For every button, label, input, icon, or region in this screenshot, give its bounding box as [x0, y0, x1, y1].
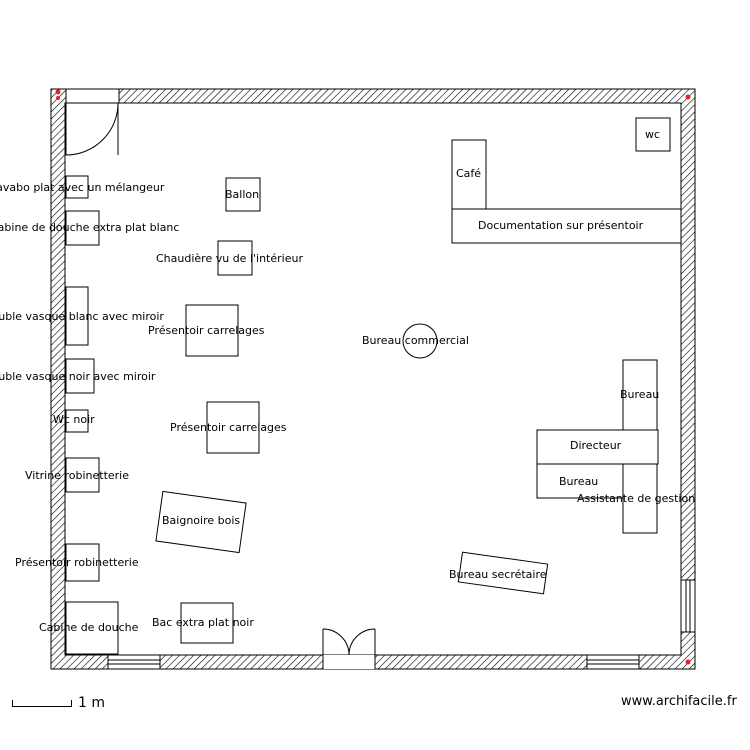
chaudiere-box — [217, 240, 253, 276]
window-right — [680, 579, 696, 633]
ballon-box — [225, 177, 261, 212]
label-bureau-secretaire: Bureau secrétaire — [449, 568, 547, 581]
bac-box — [180, 602, 234, 644]
presentoir-1-box — [185, 304, 239, 357]
bureau-1-box — [622, 359, 658, 431]
label-chaudiere: Chaudière vu de l'intérieur — [156, 252, 303, 265]
credit-link[interactable]: www.archifacile.fr — [621, 694, 737, 709]
scale-bar — [12, 700, 72, 707]
meuble-blanc-box — [65, 286, 89, 346]
door-top-left — [65, 102, 119, 156]
assistante-box — [622, 463, 658, 534]
label-documentation: Documentation sur présentoir — [478, 219, 644, 232]
wc-noir-box — [65, 409, 89, 433]
label-lavabo: Lavabo plat avec un mélangeur — [0, 181, 165, 194]
label-baignoire: Baignoire bois — [162, 514, 240, 527]
label-meuble-blanc: Meuble vasque blanc avec miroir — [0, 310, 164, 323]
openings — [65, 88, 696, 670]
label-wc-noir: Wc noir — [53, 413, 95, 426]
vitrine-box — [65, 457, 100, 493]
label-bureau-2: Bureau — [559, 475, 598, 488]
window-bottom-left — [107, 654, 161, 670]
furniture-right — [451, 117, 682, 595]
label-ballon: Ballon — [225, 188, 259, 201]
corner-markers — [55, 89, 691, 665]
label-bac: Bac extra plat noir — [152, 616, 254, 629]
room-labels: Lavabo plat avec un mélangeur Cabine de … — [0, 128, 695, 634]
label-vitrine: Vitrine robinetterie — [25, 469, 129, 482]
label-cabine-extra: Cabine de douche extra plat blanc — [0, 221, 179, 234]
walls — [50, 88, 696, 670]
bureau-2-box — [536, 463, 624, 499]
bureau-commercial-chair — [402, 323, 438, 359]
label-cafe: Café — [456, 167, 481, 180]
cabine-extra-box — [65, 210, 100, 246]
cafe-box — [451, 139, 487, 210]
documentation-box — [451, 208, 682, 244]
label-cabine-douche: Cabine de douche — [39, 621, 139, 634]
label-bureau-1: Bureau — [620, 388, 659, 401]
fixtures-left — [65, 175, 119, 655]
lavabo-box — [65, 175, 89, 199]
label-presentoir-carrelages-1: Présentoir carrelages — [148, 324, 265, 337]
presentoir-2-box — [206, 401, 260, 454]
window-bottom-right — [586, 654, 640, 670]
label-presentoir-robinetterie: Présentoir robinetterie — [15, 556, 139, 569]
bureau-secretaire-box — [457, 551, 549, 595]
label-directeur: Directeur — [570, 439, 622, 452]
door-opening-bottom — [323, 655, 375, 669]
label-bureau-commercial: Bureau commercial — [362, 334, 469, 347]
door-opening-top — [65, 88, 120, 104]
baignoire-box — [155, 490, 247, 554]
label-wc: wc — [645, 128, 660, 141]
cabine-douche-box — [65, 601, 119, 655]
label-presentoir-carrelages-2: Présentoir carrelages — [170, 421, 287, 434]
meuble-noir-box — [65, 358, 95, 394]
wc-box — [635, 117, 671, 152]
label-meuble-noir: Meuble vasque noir avec miroir — [0, 370, 156, 383]
double-door-bottom — [322, 628, 376, 656]
presentoir-robinetterie-box — [65, 543, 100, 582]
furniture-center — [155, 177, 438, 644]
label-assistante: Assistante de gestion — [577, 492, 695, 505]
scale-label: 1 m — [78, 695, 105, 711]
